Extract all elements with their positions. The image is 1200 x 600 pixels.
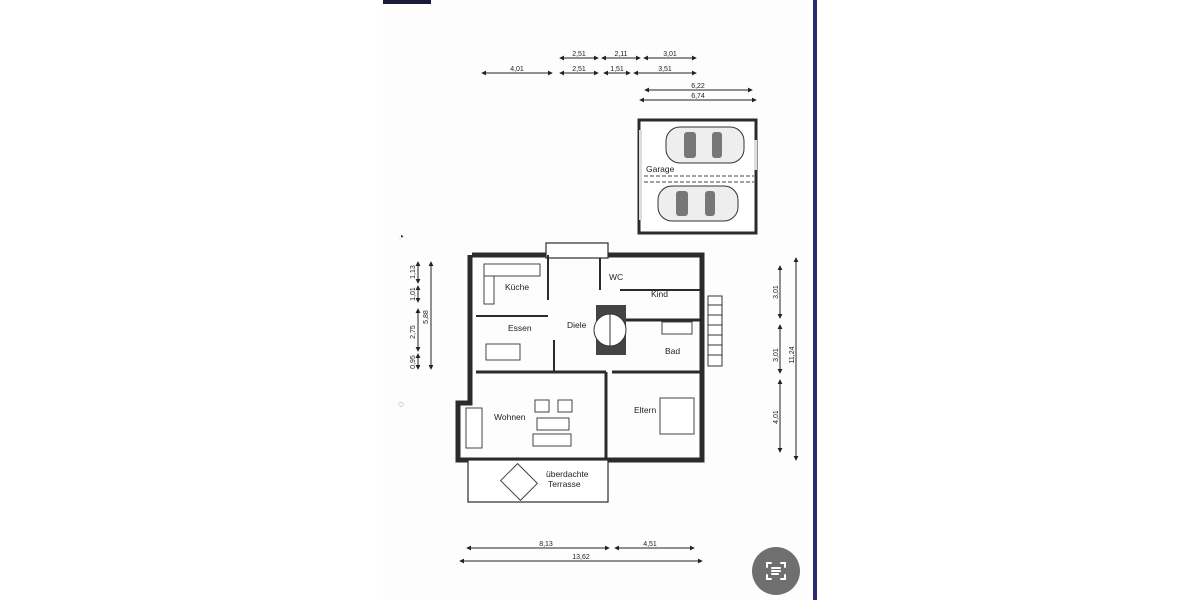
text-scan-icon [766,562,786,580]
dim-label: 6,74 [691,93,705,100]
car-icon [665,126,745,164]
compass-mark-icon: ◌ [398,399,404,410]
furniture [465,263,695,502]
room-label-garage: Garage [646,164,675,174]
bottom-dimensions [459,545,703,564]
room-label-kind: Kind [651,289,668,299]
top-dimensions [481,55,757,103]
text-scan-button[interactable] [752,547,800,595]
room-label-essen: Essen [508,323,532,333]
dim-label: 2,75 [410,325,417,339]
room-label-wohnen: Wohnen [494,412,526,422]
dim-label: 4,01 [773,410,780,424]
car-icon [657,185,739,222]
dim-label: 3,01 [663,51,677,58]
dim-label: 6,22 [691,83,705,90]
top-edge-bar [383,0,431,4]
dim-label: 3,01 [773,348,780,362]
compass-mark-icon: ◔ [398,232,404,243]
room-label-diele: Diele [567,320,587,330]
dim-label: 2,51 [572,51,586,58]
page-right-border [813,0,817,600]
dim-label: 2,11 [614,51,627,58]
dim-label: 4,51 [643,541,657,548]
room-label-wc: WC [609,272,623,282]
dim-label: 1,01 [410,287,417,301]
dim-label: 5,88 [423,310,430,324]
dim-label: 1,13 [410,265,417,279]
room-label-terrasse-2: Terrasse [548,479,581,489]
spiral-staircase [593,305,627,355]
dim-label: 4,01 [510,66,524,73]
dim-label: 11,24 [789,346,796,363]
dim-label: 3,01 [773,285,780,299]
dim-label: 2,51 [572,66,586,73]
dim-label: 3,51 [658,66,672,73]
right-dimensions [777,257,799,461]
exterior-stairs [707,295,723,367]
left-dimensions [415,261,434,370]
room-label-bad: Bad [665,346,680,356]
dim-label: 1,51 [610,66,624,73]
house-walls [455,242,705,503]
room-label-kueche: Küche [505,282,529,292]
room-label-eltern: Eltern [634,405,656,415]
garage [637,118,758,235]
dim-label: 8,13 [539,541,553,548]
dim-label: 0,95 [410,355,417,369]
dim-label: 13,62 [572,554,590,561]
room-label-terrasse-1: überdachte [546,469,589,479]
